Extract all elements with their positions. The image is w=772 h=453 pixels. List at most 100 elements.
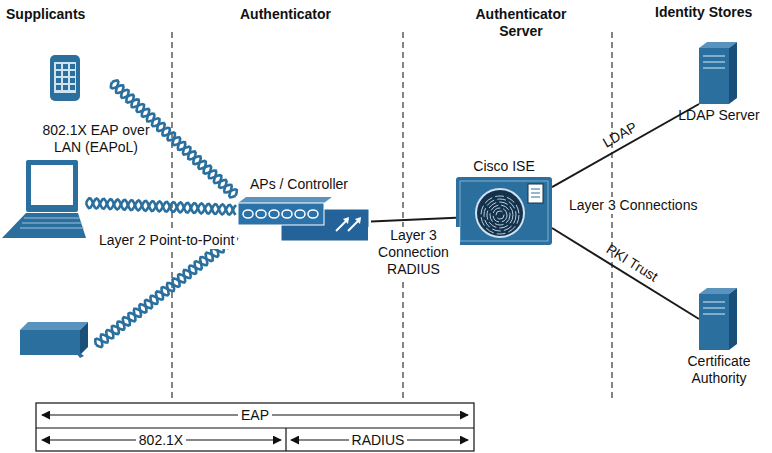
doc-line [531,193,540,194]
server-bay [703,301,725,303]
annotation: RADIUS [349,432,408,449]
annotation: 802.1X EAP over LAN (EAPoL) [42,122,150,156]
ise-icon [456,177,552,245]
connection-line [552,104,699,187]
device-icon [20,322,88,358]
dashed-divider [171,32,172,400]
column-heading: Identity Stores [655,4,752,21]
column-heading: Authenticator [240,6,331,23]
app-tile [70,64,75,69]
app-tile [56,71,61,76]
doc-line [531,189,540,190]
annotation: Layer 2 Point-to-Point [96,232,237,249]
wireless-helix [86,198,236,215]
server-bay [703,55,725,57]
bracket-divider [36,427,474,428]
device-stylus [68,343,84,358]
protocol-bracket [36,403,474,451]
ap-led [295,210,305,218]
ap-led [308,210,318,218]
node-caption: Cisco ISE [452,158,556,175]
connection-line [371,218,456,222]
annotation: Layer 3 Connections [566,197,700,214]
key-row [20,228,84,229]
server-bay [703,307,725,309]
ap-led [269,210,279,218]
laptop-icon [2,160,86,238]
fingerprint-disc [476,189,524,237]
zone-dividers [172,32,612,400]
app-tile [70,78,75,83]
auth-server: Cisco ISE [452,158,556,245]
app-tile [56,64,61,69]
app-tile [70,71,75,76]
app-tile [63,78,68,83]
server-icon [699,42,739,104]
key-row [24,218,80,219]
column-heading: Supplicants [6,6,85,23]
bracket-divider [285,428,286,451]
fingerprint-ridge [493,208,507,222]
column-heading: Authenticator Server [466,6,576,40]
node-caption: APs / Controller [236,176,376,193]
server-bay [703,67,725,69]
ap-led [243,210,253,218]
fingerprint-ridge [481,196,519,234]
ise-body [456,177,552,245]
laptop-base [2,213,86,238]
fingerprint-ridge [490,205,510,225]
edge-label: LDAP [598,118,642,153]
helix-strand [86,198,236,214]
phone-apps [56,64,75,90]
server-side [729,288,737,350]
server-front [699,294,729,350]
doc-icon [528,184,543,203]
bracket-frame [36,403,474,451]
server-bay [703,61,725,63]
helix-strand [95,235,238,345]
ap-led [282,210,292,218]
annotation: EAP [238,407,272,424]
app-tile [63,85,68,90]
wireless-helix [95,233,238,347]
phone-icon [50,55,80,101]
ap-icon [236,195,371,243]
helix-strand [112,80,236,197]
fingerprint-ridge [484,199,516,231]
ap-top [238,197,332,203]
identity-store: LDAP Server [668,42,770,124]
key-row [22,223,82,224]
device-side [80,322,88,355]
server-icon [699,288,739,350]
node-caption: Certificate Authority [668,353,770,387]
controller-arrowhead [343,217,349,224]
server-side [729,42,737,104]
fingerprint-ridge [496,211,504,219]
app-tile [63,71,68,76]
dashed-divider [402,32,403,400]
laptop-keys [20,218,84,228]
server-front [699,48,729,104]
doc-line [531,197,540,198]
identity-store: Certificate Authority [668,288,770,387]
connection-line [552,228,699,319]
helix-strand [86,198,236,215]
access-device: APs / Controller [236,176,376,243]
ap-led [256,210,266,218]
device-front [20,330,80,355]
laptop-screen [26,160,78,212]
app-tile [56,85,61,90]
fingerprint-ridge [487,202,513,228]
phone-body [50,55,80,101]
controller-arrowhead [355,217,361,224]
wireless-links [86,80,238,347]
node-caption: LDAP Server [668,107,770,124]
laptop-display [31,165,73,205]
ap-body [238,203,324,225]
app-tile [70,85,75,90]
app-tile [56,78,61,83]
edge-label: Layer 3 Connection RADIUS [368,227,460,278]
server-bay [703,313,725,315]
annotation: 802.1X [136,432,186,449]
ise-panel [460,181,548,241]
